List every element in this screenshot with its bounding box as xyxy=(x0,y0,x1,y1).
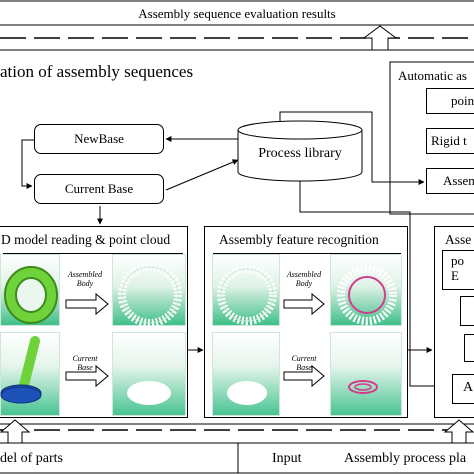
right-panel-item-assem: Assem xyxy=(426,168,474,194)
stage3-bottom-label: A xyxy=(463,380,474,395)
stage3-small-box-2 xyxy=(464,334,474,362)
stage1-arrow1-label: Assembled Body xyxy=(67,270,103,288)
stage1-arrow2-label: Current Base xyxy=(72,354,98,372)
stage3-inner-label: po E xyxy=(451,253,464,283)
bottom-input-frame xyxy=(0,429,474,474)
feedback-up-arrow xyxy=(362,25,398,51)
right-panel-item-rigid: Rigid t xyxy=(426,128,474,154)
arrow-currentbase-to-library xyxy=(165,159,239,191)
input-up-arrow-left xyxy=(0,419,31,444)
stage3-inner-box: po E xyxy=(442,250,474,290)
arrow-newbase-to-currentbase xyxy=(21,139,34,189)
right-panel-item-point-label: poin xyxy=(451,93,474,108)
process-library-label: Process library xyxy=(258,146,342,161)
shaft-feature-image xyxy=(212,332,280,416)
right-panel-title: Automatic as xyxy=(398,68,467,83)
stage3-small-box-1 xyxy=(460,296,474,326)
shaft-pointcloud-image xyxy=(112,332,186,416)
section-title: ation of assembly sequences xyxy=(0,62,194,81)
newbase-label: NewBase xyxy=(74,131,124,146)
gear-feature-image xyxy=(212,254,280,326)
newbase-box: NewBase xyxy=(34,124,164,154)
shaft-feature-highlight-image xyxy=(330,332,402,416)
currentbase-label: Current Base xyxy=(64,181,134,196)
stage2-arrow2-label: Current Base xyxy=(291,354,317,372)
input-label: Input xyxy=(272,451,302,466)
right-panel-item-assem-label: Assem xyxy=(443,173,474,188)
stage1-title: D model reading & point cloud xyxy=(1,232,171,247)
currentbase-box: Current Base xyxy=(34,174,164,204)
right-panel-item-rigid-label: Rigid t xyxy=(431,133,467,148)
right-panel-item-point: poin xyxy=(426,88,474,114)
process-library-cylinder xyxy=(237,120,363,182)
arrow-library-to-stage3 xyxy=(299,180,453,389)
stage2-arrow1-label: Assembled Body xyxy=(286,270,322,288)
process-plan-label: Assembly process pla xyxy=(344,451,467,466)
gear-model-image xyxy=(0,254,60,326)
input-up-arrow-right xyxy=(443,419,474,444)
stage2-title: Assembly feature recognition xyxy=(219,232,379,247)
stage3-bottom-box: A xyxy=(452,374,474,404)
parts-model-label: del of parts xyxy=(0,451,63,466)
gear-feature-highlight-image xyxy=(330,254,402,326)
arrow-library-to-assem xyxy=(279,111,425,185)
stage1-title-rule xyxy=(3,253,183,254)
evaluation-results-label: Assembly sequence evaluation results xyxy=(138,6,336,21)
main-frame xyxy=(0,49,474,425)
gear-pointcloud-image xyxy=(112,254,186,327)
stage2-title-rule xyxy=(213,253,401,254)
right-column-frame xyxy=(389,61,474,215)
stage3-title: Asse xyxy=(445,232,472,247)
shaft-model-image xyxy=(0,332,60,416)
